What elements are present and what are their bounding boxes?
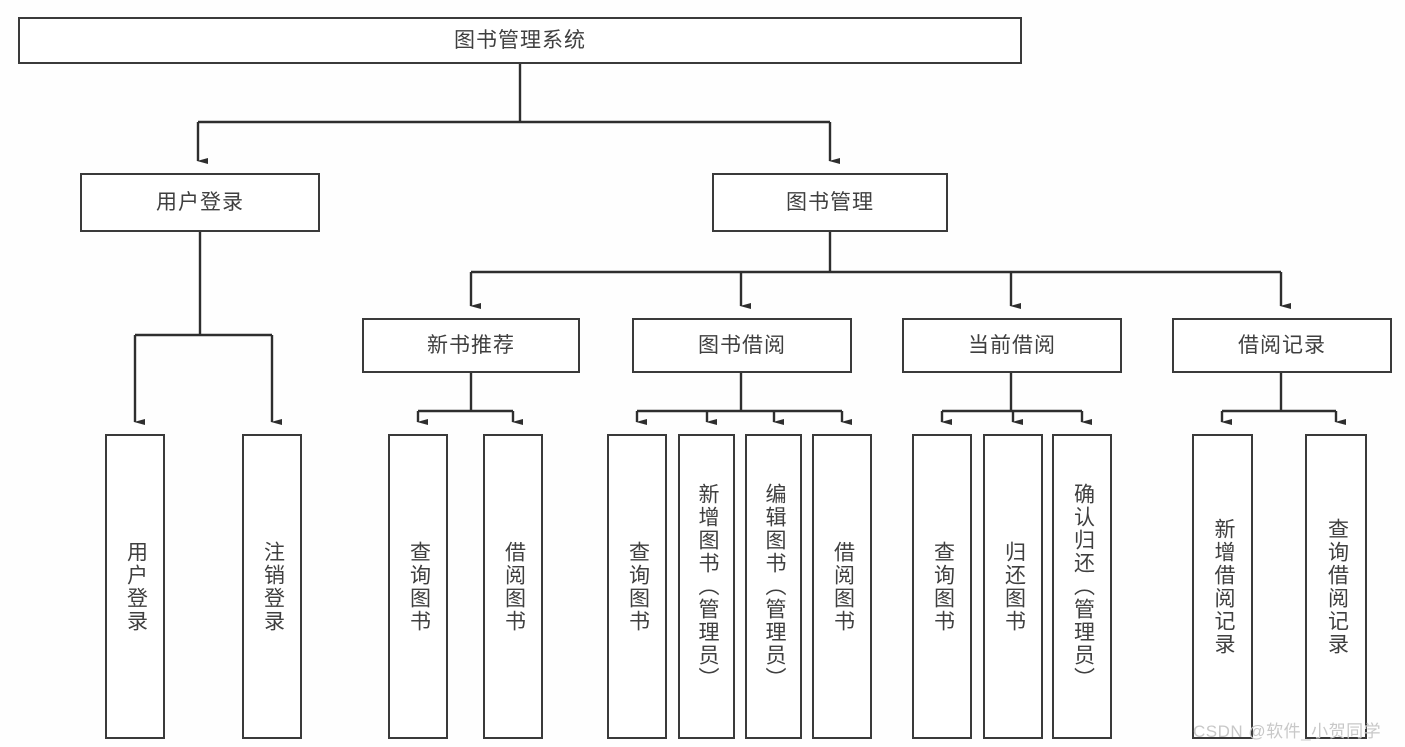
node-current-borrow-label: 当前借阅 (968, 333, 1056, 357)
node-borrow-record-label: 借阅记录 (1238, 333, 1326, 357)
node-leaf-confirm-return-admin[interactable]: 确认归还（管理员） (1052, 434, 1112, 739)
node-leaf-add-borrow-record[interactable]: 新增借阅记录 (1192, 434, 1253, 739)
node-borrow-record[interactable]: 借阅记录 (1172, 318, 1392, 373)
node-leaf-query-borrow-record-label: 查询借阅记录 (1325, 517, 1349, 656)
node-user-login-label: 用户登录 (156, 190, 244, 214)
node-leaf-borrow-book-2[interactable]: 借阅图书 (812, 434, 872, 739)
node-book-borrow-label: 图书借阅 (698, 333, 786, 357)
node-leaf-borrow-book-2-label: 借阅图书 (831, 540, 855, 633)
csdn-watermark: CSDN @软件_小贺同学 (1193, 722, 1382, 741)
node-book-borrow[interactable]: 图书借阅 (632, 318, 852, 373)
node-leaf-borrow-book-1-label: 借阅图书 (502, 540, 526, 633)
node-leaf-edit-book-admin[interactable]: 编辑图书（管理员） (745, 434, 802, 739)
node-new-book-recommend[interactable]: 新书推荐 (362, 318, 580, 373)
node-user-login[interactable]: 用户登录 (80, 173, 320, 232)
node-leaf-return-book-label: 归还图书 (1002, 540, 1026, 633)
node-leaf-logout[interactable]: 注销登录 (242, 434, 302, 739)
node-new-book-recommend-label: 新书推荐 (427, 333, 515, 357)
node-leaf-query-book-2[interactable]: 查询图书 (607, 434, 667, 739)
node-leaf-query-book-2-label: 查询图书 (626, 540, 650, 633)
node-book-management-label: 图书管理 (786, 190, 874, 214)
node-leaf-confirm-return-admin-label: 确认归还（管理员） (1071, 483, 1095, 690)
node-leaf-query-book-3-label: 查询图书 (931, 540, 955, 633)
node-leaf-edit-book-admin-label: 编辑图书（管理员） (762, 483, 786, 690)
node-leaf-add-book-admin[interactable]: 新增图书（管理员） (678, 434, 735, 739)
node-leaf-add-borrow-record-label: 新增借阅记录 (1211, 517, 1235, 656)
node-current-borrow[interactable]: 当前借阅 (902, 318, 1122, 373)
node-leaf-return-book[interactable]: 归还图书 (983, 434, 1043, 739)
node-leaf-query-book-1-label: 查询图书 (407, 540, 431, 633)
node-leaf-borrow-book-1[interactable]: 借阅图书 (483, 434, 543, 739)
node-book-management[interactable]: 图书管理 (712, 173, 948, 232)
node-leaf-user-login[interactable]: 用户登录 (105, 434, 165, 739)
node-leaf-logout-label: 注销登录 (261, 540, 285, 633)
node-leaf-user-login-label: 用户登录 (124, 540, 148, 633)
node-leaf-add-book-admin-label: 新增图书（管理员） (695, 483, 719, 690)
node-leaf-query-book-1[interactable]: 查询图书 (388, 434, 448, 739)
node-root[interactable]: 图书管理系统 (18, 17, 1022, 64)
node-leaf-query-borrow-record[interactable]: 查询借阅记录 (1305, 434, 1367, 739)
node-root-label: 图书管理系统 (454, 28, 586, 52)
node-leaf-query-book-3[interactable]: 查询图书 (912, 434, 972, 739)
